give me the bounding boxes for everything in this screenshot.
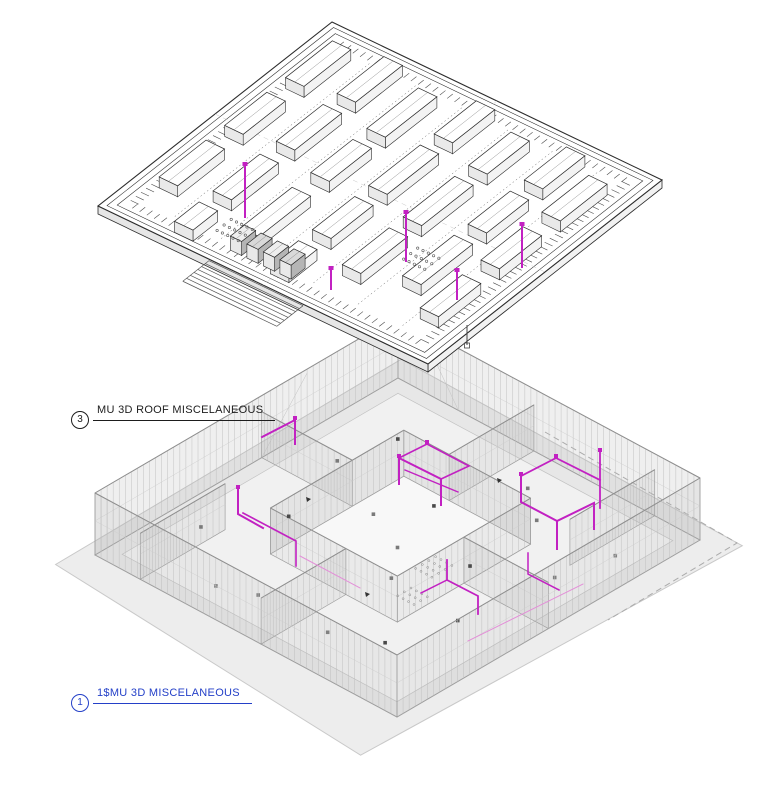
model-view-callout-label: 1$MU 3D MISCELANEOUS <box>93 687 252 704</box>
roof-view-callout-number[interactable]: 3 <box>71 411 89 429</box>
roof-view-callout-label: MU 3D ROOF MISCELANEOUS <box>93 404 276 421</box>
model-view-callout-number[interactable]: 1 <box>71 694 89 712</box>
